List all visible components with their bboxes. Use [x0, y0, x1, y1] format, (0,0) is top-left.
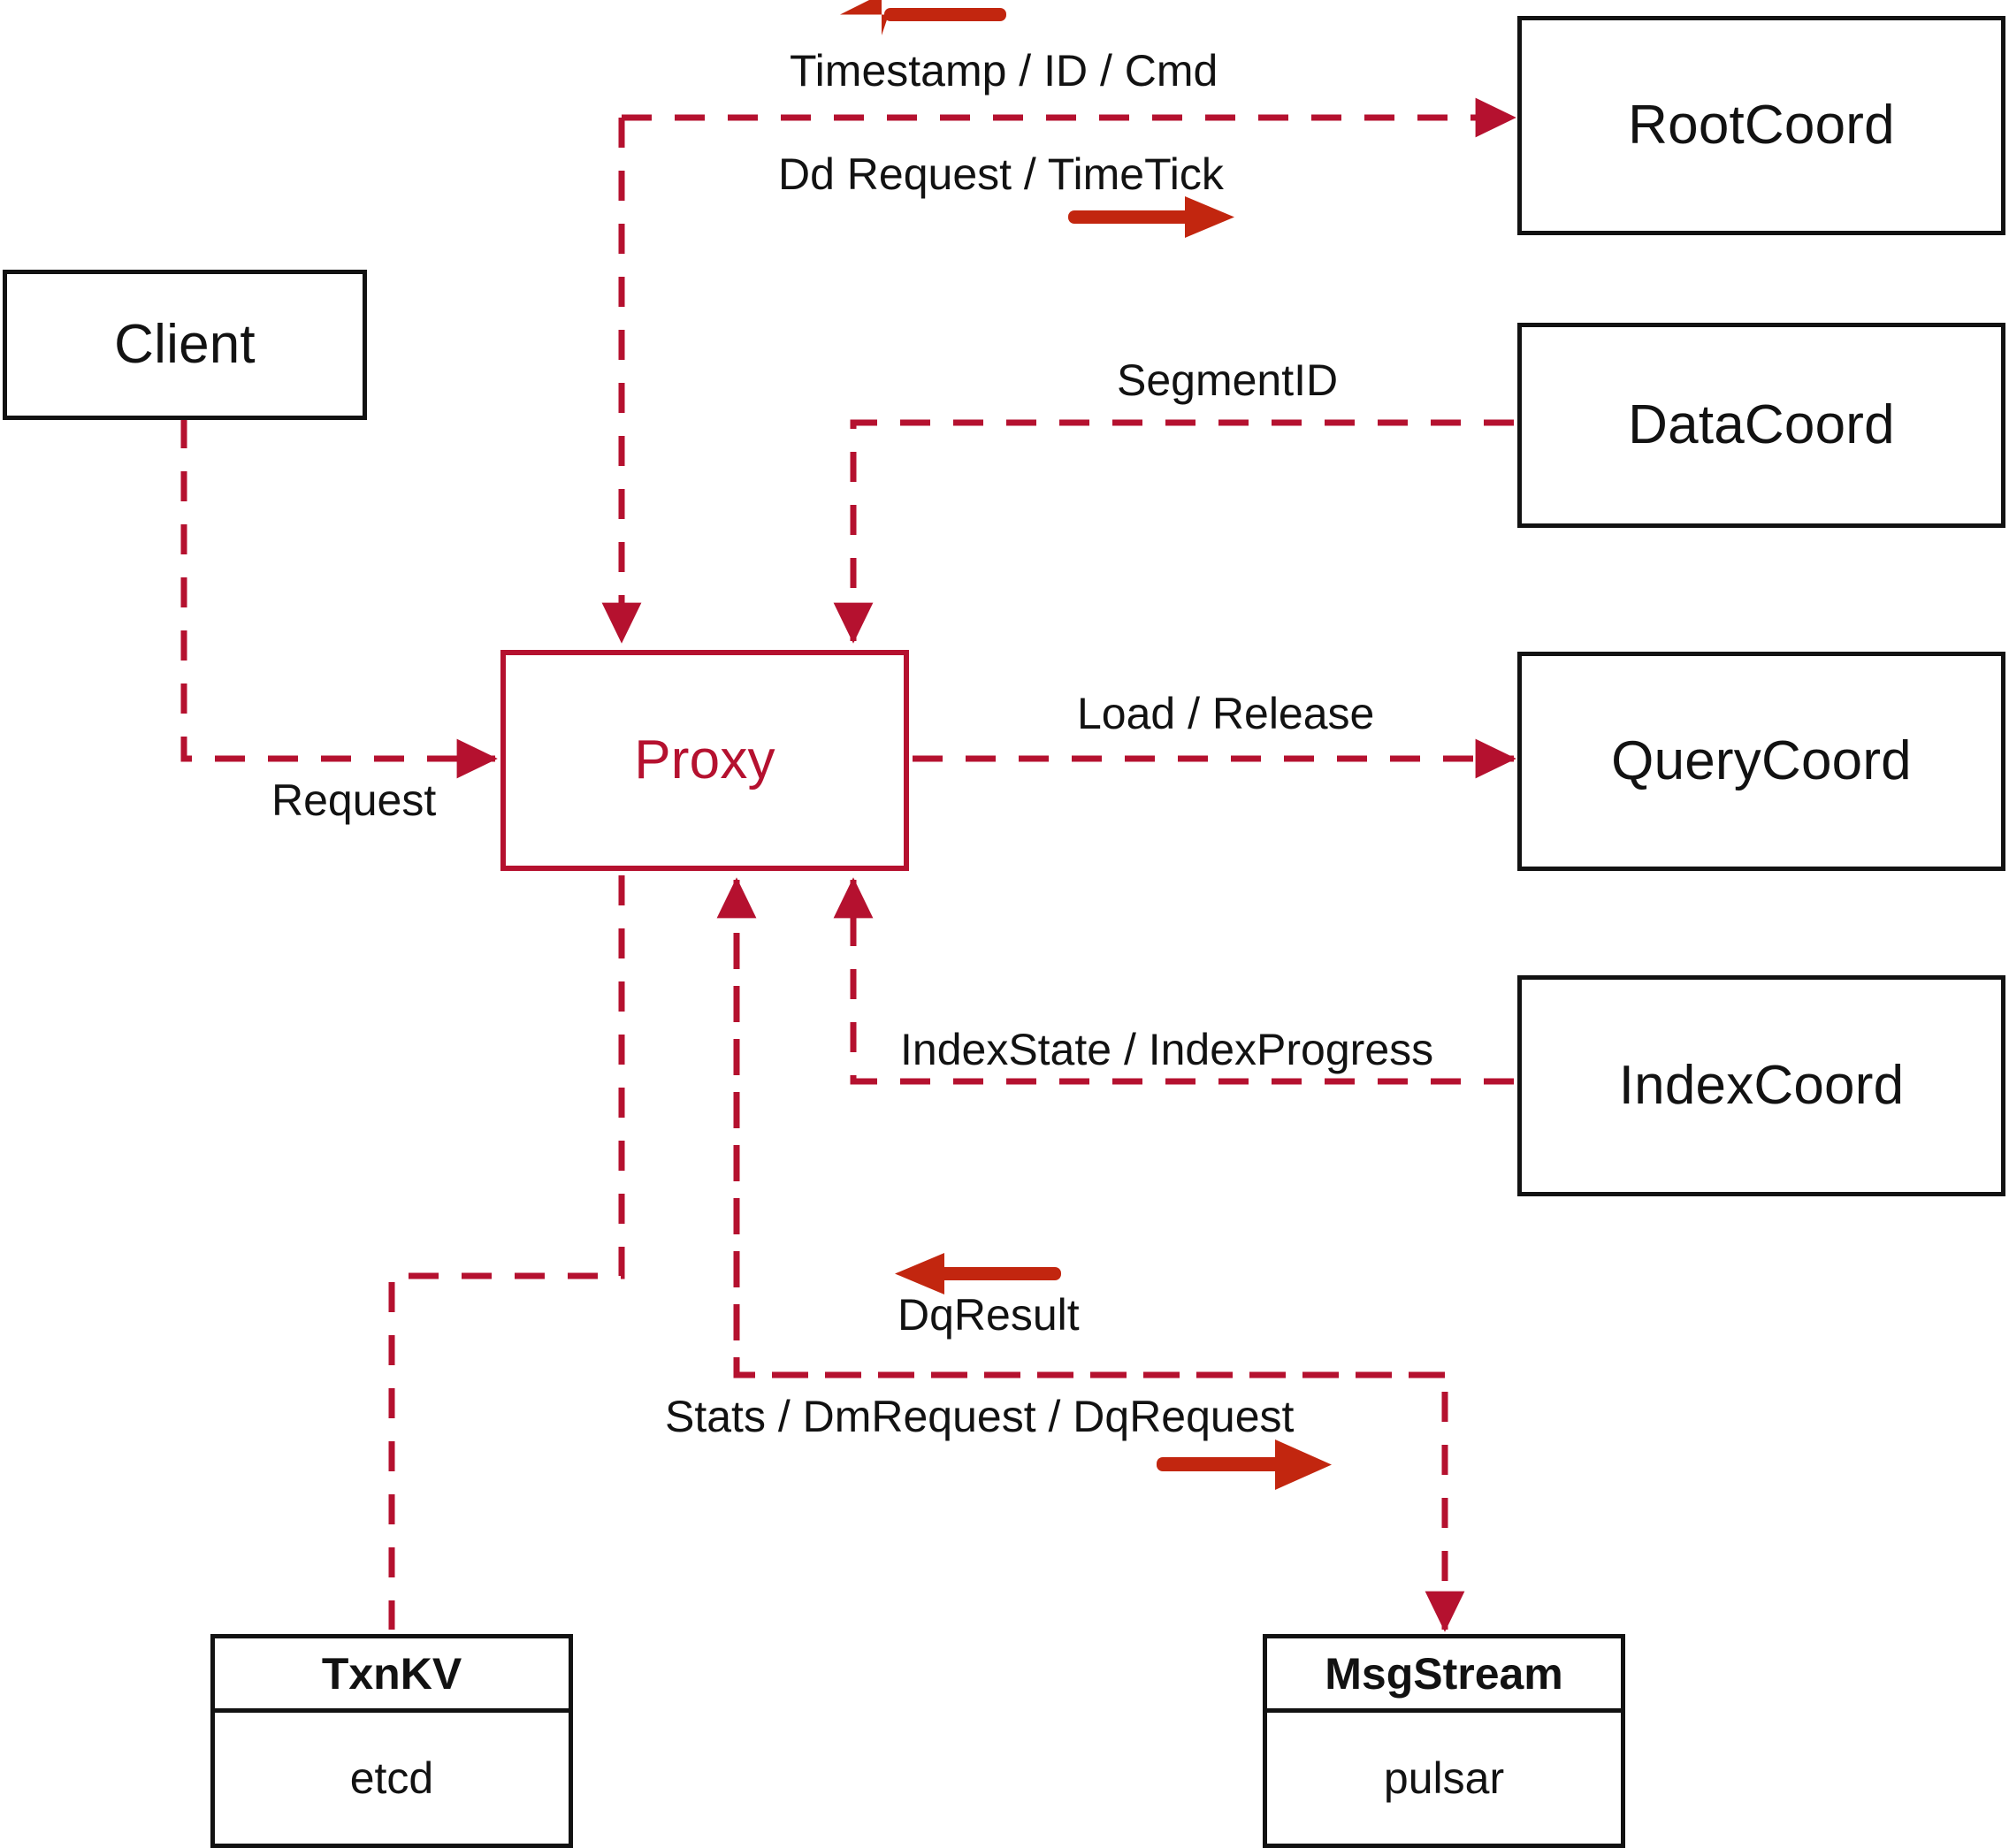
edge-proxy-txnkv	[388, 875, 625, 1630]
node-txnkv[interactable]: TxnKV etcd	[210, 1634, 573, 1848]
node-client-label: Client	[114, 314, 256, 375]
node-msgstream-subtitle: pulsar	[1383, 1753, 1505, 1803]
node-datacoord-label: DataCoord	[1628, 394, 1895, 455]
edge-label-index-state-progress: IndexState / IndexProgress	[900, 1025, 1434, 1074]
edge-label-timestamp-id-cmd: Timestamp / ID / Cmd	[790, 46, 1218, 95]
edge-segment-id	[833, 419, 1514, 644]
node-rootcoord[interactable]: RootCoord	[1517, 16, 2005, 235]
node-msgstream-title: MsgStream	[1325, 1648, 1563, 1699]
edge-label-segment-id: SegmentID	[1117, 355, 1339, 405]
node-querycoord[interactable]: QueryCoord	[1517, 652, 2005, 871]
edge-label-stats-dm-dq-request: Stats / DmRequest / DqRequest	[665, 1392, 1295, 1441]
edge-request	[180, 418, 498, 779]
node-proxy[interactable]: Proxy	[500, 650, 909, 871]
node-querycoord-label: QueryCoord	[1611, 730, 1912, 791]
dd-request-timetick-arrow	[1068, 196, 1234, 238]
node-msgstream-body: pulsar	[1267, 1713, 1621, 1844]
node-txnkv-body: etcd	[215, 1713, 569, 1844]
timestamp-id-cmd-arrow	[840, 0, 1006, 35]
edge-label-request: Request	[271, 775, 437, 825]
node-txnkv-header: TxnKV	[215, 1638, 569, 1713]
node-msgstream-header: MsgStream	[1267, 1638, 1621, 1713]
node-rootcoord-label: RootCoord	[1628, 95, 1895, 156]
dq-result-arrow	[895, 1253, 1061, 1294]
node-txnkv-title: TxnKV	[321, 1648, 462, 1699]
edge-stats-dm-dq-request	[733, 880, 1465, 1632]
edge-dq-result	[716, 877, 1445, 1378]
stats-dm-dq-request-arrow	[1157, 1439, 1332, 1490]
node-indexcoord-label: IndexCoord	[1618, 1055, 1905, 1116]
legend-arrow-group	[840, 0, 1332, 1490]
node-datacoord[interactable]: DataCoord	[1517, 323, 2005, 528]
node-client[interactable]: Client	[3, 270, 367, 420]
node-indexcoord[interactable]: IndexCoord	[1517, 975, 2005, 1196]
edge-label-load-release: Load / Release	[1077, 689, 1375, 738]
node-msgstream[interactable]: MsgStream pulsar	[1263, 1634, 1625, 1848]
node-proxy-label: Proxy	[634, 729, 775, 790]
edge-label-dd-request-timetick: Dd Request / TimeTick	[778, 149, 1224, 199]
node-txnkv-subtitle: etcd	[349, 1753, 434, 1803]
edge-label-dq-result: DqResult	[898, 1290, 1080, 1340]
